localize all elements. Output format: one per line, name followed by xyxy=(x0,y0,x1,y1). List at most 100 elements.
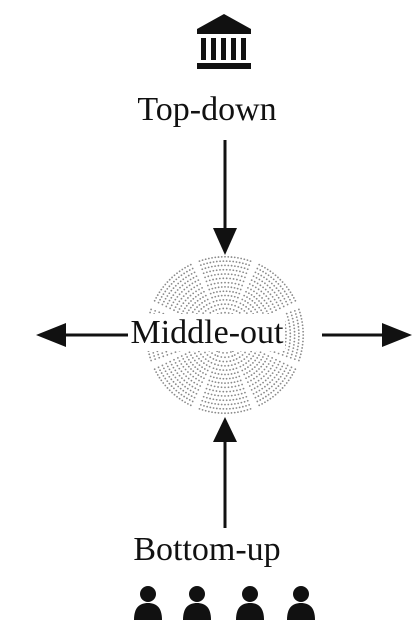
seat-dot xyxy=(284,340,287,343)
seat-dot xyxy=(257,395,260,397)
seat-dot xyxy=(197,350,200,353)
seat-dot xyxy=(249,408,252,410)
seat-dot xyxy=(237,393,240,396)
seat-dot xyxy=(190,288,193,291)
seat-dot xyxy=(256,363,258,366)
seat-dot xyxy=(253,280,256,283)
seat-dot xyxy=(225,307,228,310)
seat-dot xyxy=(222,407,225,410)
seat-dot xyxy=(246,399,249,402)
seat-dot xyxy=(227,395,230,397)
seat-dot xyxy=(198,260,201,262)
seat-dot xyxy=(277,371,280,374)
seat-dot xyxy=(275,374,278,376)
seat-dot xyxy=(209,406,212,409)
seat-dot xyxy=(191,311,194,313)
seat-dot xyxy=(270,385,273,388)
seat-dot xyxy=(228,377,231,380)
seat-dot xyxy=(287,349,290,351)
seat-dot xyxy=(185,391,187,394)
seat-dot xyxy=(186,387,189,390)
seat-dot xyxy=(209,270,211,273)
seat-dot xyxy=(238,311,241,314)
seat-dot xyxy=(222,351,224,354)
seat-dot xyxy=(218,390,221,393)
seat-dot xyxy=(171,391,173,394)
seat-dot xyxy=(261,387,264,390)
seat-dot xyxy=(245,362,248,365)
seat-dot xyxy=(279,278,282,281)
people-icon xyxy=(134,586,315,620)
seat-dot xyxy=(254,308,257,311)
seat-dot xyxy=(294,313,297,315)
seat-dot xyxy=(177,391,180,394)
seat-dot xyxy=(198,357,200,360)
seat-dot xyxy=(260,309,263,312)
seat-dot xyxy=(183,395,186,398)
seat-dot xyxy=(183,288,186,291)
seat-dot xyxy=(232,260,235,263)
seat-dot xyxy=(187,365,190,368)
seat-dot xyxy=(203,300,206,302)
seat-dot xyxy=(238,406,241,409)
seat-dot xyxy=(189,361,192,364)
seat-dot xyxy=(236,278,238,281)
seat-dot xyxy=(237,352,239,355)
seat-dot xyxy=(184,401,186,404)
seat-dot xyxy=(265,372,268,375)
seat-dot xyxy=(230,303,233,306)
seat-dot xyxy=(285,367,287,370)
seat-dot xyxy=(175,278,178,281)
seat-dot xyxy=(285,337,287,340)
seat-dot xyxy=(184,307,186,310)
seat-dot xyxy=(179,280,182,283)
seat-dot xyxy=(250,357,252,360)
seat-dot xyxy=(258,373,261,376)
seat-dot xyxy=(237,361,240,364)
seat-dot xyxy=(236,389,238,392)
seat-dot xyxy=(195,377,197,380)
seat-dot xyxy=(298,359,300,362)
seat-dot xyxy=(294,299,297,302)
seat-dot xyxy=(234,273,237,276)
seat-dot xyxy=(168,368,171,371)
seat-dot xyxy=(222,307,225,310)
seat-dot xyxy=(210,402,213,405)
seat-dot xyxy=(206,284,209,287)
seat-dot xyxy=(230,403,233,406)
seat-dot xyxy=(192,375,195,378)
seat-dot xyxy=(214,411,217,414)
seat-dot xyxy=(224,386,226,389)
seat-dot xyxy=(277,283,280,285)
seat-dot xyxy=(281,373,284,375)
seat-dot xyxy=(239,365,242,368)
seat-dot xyxy=(217,394,220,397)
seat-dot xyxy=(204,351,206,354)
seat-dot xyxy=(260,365,263,368)
seat-dot xyxy=(250,310,252,313)
label-middle-out-wrapper: Middle-out xyxy=(0,313,414,353)
seat-dot xyxy=(210,384,213,387)
seat-dot xyxy=(220,281,223,284)
seat-dot xyxy=(203,404,205,407)
seat-dot xyxy=(261,371,263,373)
seat-dot xyxy=(176,272,178,275)
seat-dot xyxy=(184,299,187,302)
seat-dot xyxy=(232,368,235,371)
seat-dot xyxy=(191,357,194,359)
seat-dot xyxy=(178,300,181,303)
seat-dot xyxy=(206,354,209,356)
seat-dot xyxy=(297,329,300,331)
seat-dot xyxy=(258,389,261,392)
seat-dot xyxy=(289,298,291,301)
seat-dot xyxy=(255,375,258,378)
seat-dot xyxy=(269,270,272,273)
seat-dot xyxy=(237,296,239,299)
seat-dot xyxy=(283,283,286,286)
seat-dot xyxy=(273,361,276,364)
seat-dot xyxy=(189,306,192,309)
seat-dot xyxy=(258,361,261,364)
seat-dot xyxy=(259,284,262,287)
seat-dot xyxy=(277,276,279,279)
seat-dot xyxy=(179,387,182,390)
